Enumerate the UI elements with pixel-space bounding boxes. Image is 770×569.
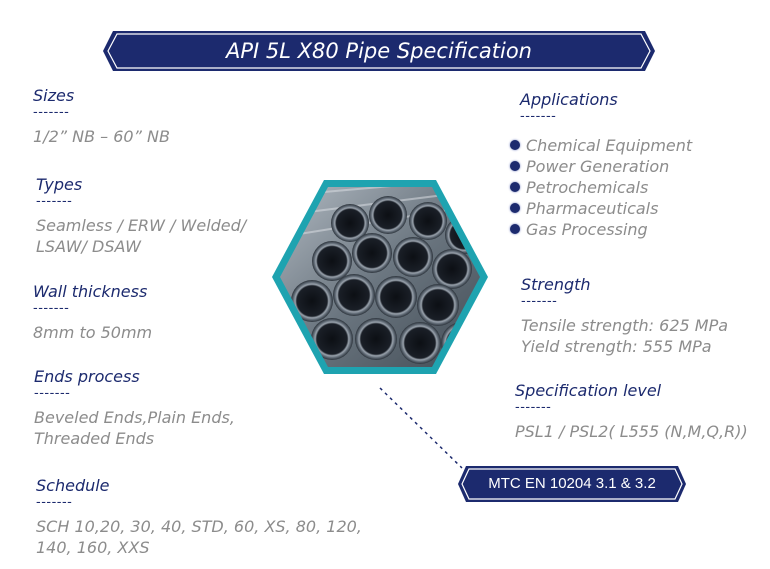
title-banner: API 5L X80 Pipe Specification: [103, 31, 655, 71]
spec-ends-process: Ends process ------- Beveled Ends,Plain …: [34, 367, 235, 449]
schedule-divider: -------: [36, 495, 73, 510]
bullet-icon: [510, 203, 520, 213]
wall-thickness-value: 8mm to 50mm: [33, 323, 153, 342]
mtc-badge: MTC EN 10204 3.1 & 3.2: [458, 466, 686, 502]
bullet-icon: [510, 161, 520, 171]
strength-divider: -------: [521, 294, 558, 309]
spec-applications: Applications -------: [520, 90, 618, 124]
bullet-icon: [510, 182, 520, 192]
specification-level-label: Specification level: [515, 381, 662, 400]
spec-sizes: Sizes ------- 1/2” NB – 60” NB: [33, 86, 170, 147]
applications-list-item: Chemical Equipment: [510, 135, 692, 156]
spec-strength: Strength ------- Tensile strength: 625 M…: [521, 275, 728, 357]
schedule-value-line-2: 140, 160, XXS: [36, 538, 150, 557]
spec-specification-level: Specification level ------- PSL1 / PSL2(…: [515, 381, 748, 442]
ends-process-label: Ends process: [34, 367, 140, 386]
yield-strength-value: Yield strength: 555 MPa: [521, 337, 712, 356]
title-banner-shape: [103, 31, 655, 71]
ends-process-divider: -------: [34, 386, 71, 401]
spec-wall-thickness: Wall thickness ------- 8mm to 50mm: [33, 282, 152, 343]
wall-thickness-divider: -------: [33, 301, 70, 316]
sizes-value: 1/2” NB – 60” NB: [33, 127, 170, 146]
strength-label: Strength: [521, 275, 591, 294]
applications-list-item: Petrochemicals: [510, 177, 692, 198]
mtc-text: MTC EN 10204 3.1 & 3.2: [488, 475, 656, 492]
tensile-strength-value: Tensile strength: 625 MPa: [521, 316, 729, 335]
sizes-divider: -------: [33, 105, 70, 120]
bullet-icon: [510, 140, 520, 150]
spec-types: Types ------- Seamless / ERW / Welded/ L…: [36, 175, 246, 257]
applications-list-item: Pharmaceuticals: [510, 198, 692, 219]
types-divider: -------: [36, 194, 73, 209]
applications-label: Applications: [520, 90, 618, 109]
steel-pipes-stack-image: [272, 180, 488, 374]
spec-schedule: Schedule ------- SCH 10,20, 30, 40, STD,…: [36, 476, 362, 558]
applications-list: Chemical Equipment Power Generation Petr…: [510, 135, 692, 240]
mtc-badge-shape: [458, 466, 686, 502]
schedule-value-line-1: SCH 10,20, 30, 40, STD, 60, XS, 80, 120,: [36, 517, 362, 536]
ends-process-value-line-2: Threaded Ends: [34, 429, 155, 448]
types-value-line-1: Seamless / ERW / Welded/: [36, 216, 247, 235]
ends-process-value-line-1: Beveled Ends,Plain Ends,: [34, 408, 235, 427]
applications-divider: -------: [520, 109, 557, 124]
applications-list-item: Gas Processing: [510, 219, 692, 240]
bullet-icon: [510, 224, 520, 234]
specification-level-value: PSL1 / PSL2( L555 (N,M,Q,R)): [515, 422, 748, 441]
types-label: Types: [36, 175, 83, 194]
sizes-label: Sizes: [33, 86, 75, 105]
specification-level-divider: -------: [515, 400, 552, 415]
wall-thickness-label: Wall thickness: [33, 282, 148, 301]
schedule-label: Schedule: [36, 476, 110, 495]
applications-list-item: Power Generation: [510, 156, 692, 177]
page-title: API 5L X80 Pipe Specification: [225, 39, 532, 63]
types-value-line-2: LSAW/ DSAW: [36, 237, 141, 256]
